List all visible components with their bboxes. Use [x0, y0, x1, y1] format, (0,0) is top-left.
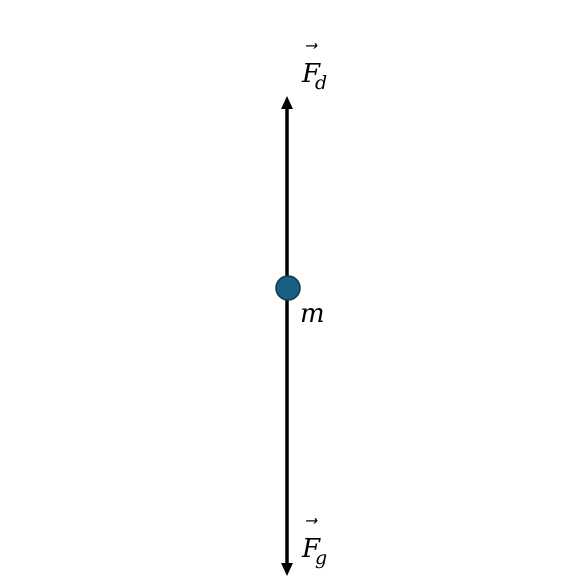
- upward-force-arrowhead: [281, 96, 293, 109]
- downward-force-vector: [281, 288, 293, 576]
- downward-force-arrowhead: [281, 563, 293, 576]
- upward-force-vector: [281, 96, 293, 288]
- upward-force-subscript: d: [315, 72, 327, 94]
- downward-force-subscript: g: [315, 547, 327, 569]
- mass-label: m: [300, 299, 325, 329]
- upward-force-label: F d ⃗: [301, 43, 327, 94]
- downward-force-label: F g ⃗: [301, 518, 327, 569]
- downward-force-vector-arrow: ⃗: [305, 518, 318, 524]
- upward-force-vector-arrow: ⃗: [305, 43, 318, 49]
- upward-force-symbol: F: [301, 59, 321, 89]
- mass-point: [275, 275, 301, 301]
- downward-force-symbol: F: [301, 534, 321, 564]
